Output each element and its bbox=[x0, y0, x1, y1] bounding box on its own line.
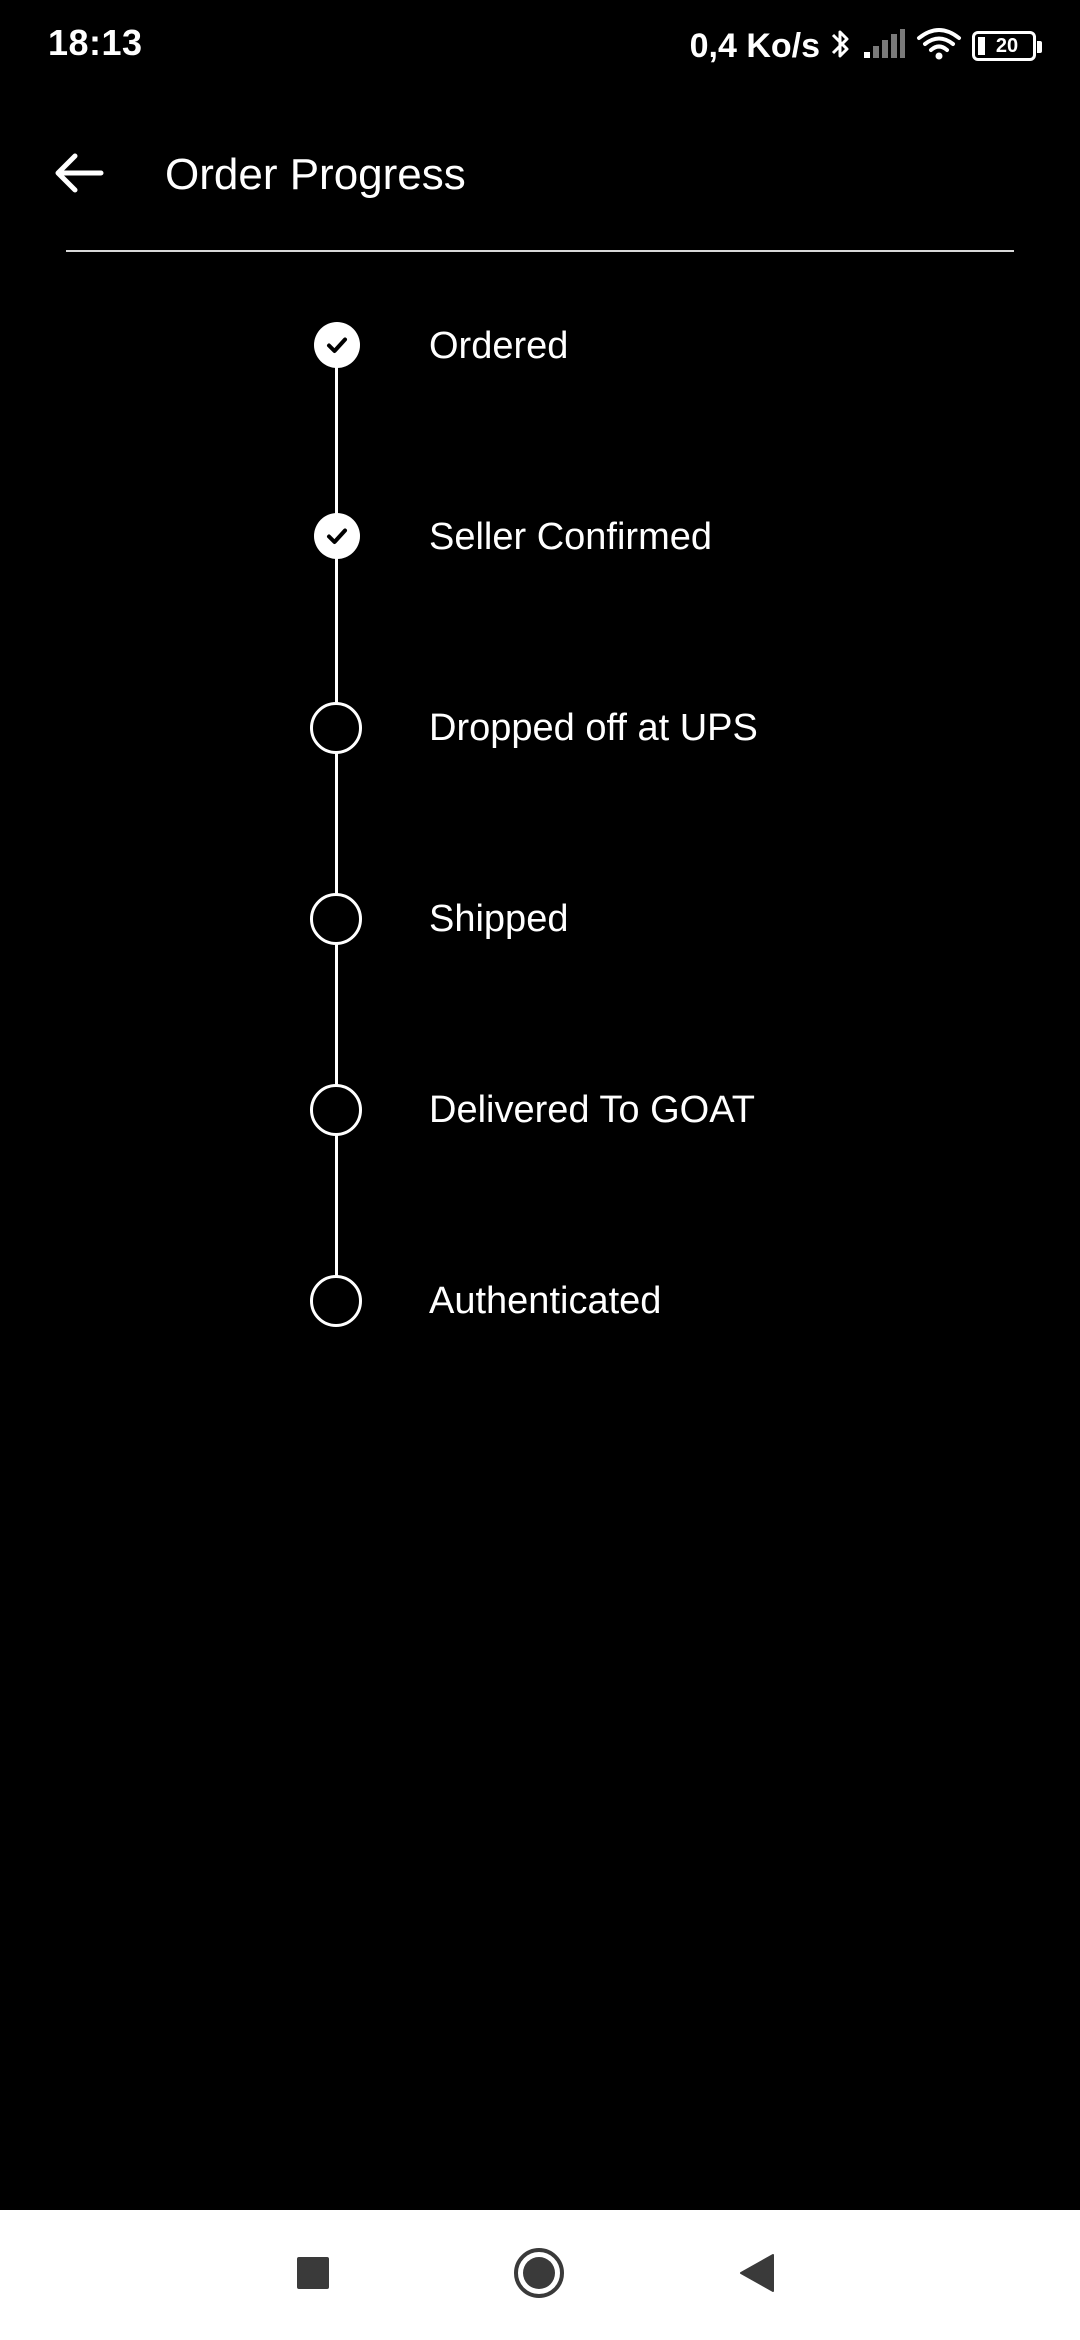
step-pending-circle-icon bbox=[310, 1084, 362, 1136]
timeline-connector-line bbox=[335, 346, 338, 1301]
timeline-step: Shipped bbox=[0, 869, 1080, 969]
step-label: Shipped bbox=[429, 898, 569, 940]
home-button[interactable] bbox=[504, 2240, 574, 2310]
recents-square-icon bbox=[296, 2256, 330, 2295]
wifi-icon bbox=[916, 26, 962, 67]
app-header: Order Progress bbox=[0, 120, 1080, 230]
step-pending-circle-icon bbox=[310, 1275, 362, 1327]
arrow-left-icon bbox=[53, 151, 105, 200]
header-divider bbox=[66, 250, 1014, 252]
back-triangle-icon bbox=[739, 2253, 775, 2298]
status-bar: 18:13 0,4 Ko/s bbox=[0, 0, 1080, 90]
step-label: Authenticated bbox=[429, 1280, 662, 1322]
cell-signal-icon bbox=[862, 28, 906, 65]
home-circle-icon bbox=[512, 2246, 566, 2305]
step-completed-check-icon bbox=[314, 513, 360, 559]
timeline-step: Authenticated bbox=[0, 1251, 1080, 1351]
timeline-step: Ordered bbox=[0, 296, 1080, 396]
battery-icon: 20 bbox=[972, 31, 1042, 61]
bluetooth-icon bbox=[830, 26, 852, 67]
battery-level: 20 bbox=[995, 35, 1019, 57]
step-pending-circle-icon bbox=[310, 893, 362, 945]
system-navigation-bar bbox=[0, 2210, 1080, 2340]
step-completed-check-icon bbox=[314, 322, 360, 368]
battery-fill bbox=[978, 37, 985, 55]
step-label: Seller Confirmed bbox=[429, 516, 712, 558]
step-label: Ordered bbox=[429, 325, 569, 367]
back-button[interactable] bbox=[44, 140, 114, 210]
recents-button[interactable] bbox=[278, 2240, 348, 2310]
page-title: Order Progress bbox=[165, 150, 466, 199]
step-pending-circle-icon bbox=[310, 702, 362, 754]
step-label: Dropped off at UPS bbox=[429, 707, 758, 749]
status-icons: 0,4 Ko/s bbox=[689, 22, 1042, 70]
timeline-step: Seller Confirmed bbox=[0, 487, 1080, 587]
step-label: Delivered To GOAT bbox=[429, 1089, 755, 1131]
status-time: 18:13 bbox=[48, 22, 143, 63]
system-back-button[interactable] bbox=[722, 2240, 792, 2310]
timeline-step: Delivered To GOAT bbox=[0, 1060, 1080, 1160]
network-speed: 0,4 Ko/s bbox=[689, 26, 820, 65]
timeline-step: Dropped off at UPS bbox=[0, 678, 1080, 778]
